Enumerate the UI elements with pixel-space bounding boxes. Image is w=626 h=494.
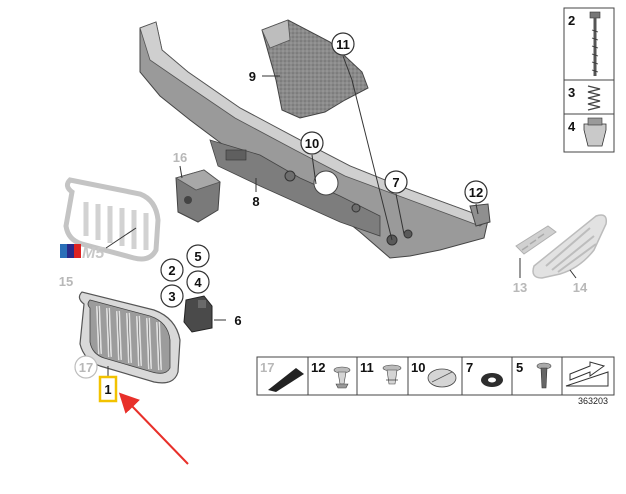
label-6[interactable]: 6 [234, 313, 241, 328]
part-8-boss-b [351, 203, 361, 213]
part-8-boss-d [403, 229, 413, 239]
callout-5[interactable]: 5 [186, 244, 210, 268]
red-arrow [118, 392, 189, 465]
bottom-label-7[interactable]: 7 [466, 360, 473, 375]
highlight-box [98, 375, 118, 403]
side-panel-label-4[interactable]: 4 [568, 119, 576, 134]
callout-3[interactable]: 3 [160, 284, 184, 308]
m5-badge: M5 [60, 244, 105, 262]
side-spring-3-icon [587, 85, 601, 111]
part-14-ghost-grille [532, 214, 608, 279]
bottom-label-5[interactable]: 5 [516, 360, 523, 375]
part-12-clip [469, 203, 491, 227]
m5-badge-text: M5 [82, 245, 105, 262]
part-8-boss-a [284, 170, 296, 182]
leader-lines [105, 55, 577, 376]
side-panel-label-2[interactable]: 2 [568, 13, 575, 28]
label-16-ghost[interactable]: 16 [173, 150, 187, 165]
bottom-label-17-ghost[interactable]: 17 [260, 360, 274, 375]
side-panel-label-3[interactable]: 3 [568, 85, 575, 100]
svg-text:3: 3 [168, 289, 175, 304]
side-panel: 2 3 4 [563, 7, 615, 153]
part-9-panel [261, 19, 369, 119]
part-9-fold [261, 19, 291, 49]
diagram-number: 363203 [578, 396, 608, 406]
bottom-clip-11-icon [382, 364, 402, 385]
svg-text:10: 10 [305, 136, 319, 151]
svg-text:17: 17 [79, 360, 93, 375]
svg-text:5: 5 [194, 249, 201, 264]
label-1-highlighted[interactable]: 1 [98, 375, 118, 403]
bottom-clip-12-icon [333, 366, 351, 389]
bottom-plug-10-icon [427, 368, 457, 388]
label-15-ghost[interactable]: 15 [59, 274, 73, 289]
svg-text:4: 4 [194, 275, 202, 290]
bottom-parts-row: 17 12 11 10 7 5 [256, 356, 615, 406]
bottom-wedge-icon [565, 361, 609, 387]
bottom-label-11[interactable]: 11 [360, 360, 374, 375]
callout-10[interactable]: 10 [300, 131, 324, 155]
part-8-vent [225, 149, 247, 161]
bottom-label-10[interactable]: 10 [411, 360, 425, 375]
bottom-washer-7-icon [481, 373, 503, 387]
callout-12[interactable]: 12 [464, 180, 488, 204]
label-8[interactable]: 8 [252, 194, 259, 209]
part-8-lower-skirt [209, 139, 381, 237]
svg-text:1: 1 [104, 382, 111, 397]
part-6-clip [183, 295, 213, 333]
label-9[interactable]: 9 [249, 69, 256, 84]
bottom-label-12[interactable]: 12 [311, 360, 325, 375]
callout-11[interactable]: 11 [331, 32, 355, 56]
callout-2[interactable]: 2 [160, 258, 184, 282]
part-16-bracket [175, 169, 221, 223]
side-nut-4-icon [583, 117, 607, 147]
svg-text:7: 7 [392, 175, 399, 190]
part-13-ghost-strip [515, 225, 557, 255]
callout-7[interactable]: 7 [384, 170, 408, 194]
part-8-hole [313, 170, 339, 196]
svg-text:12: 12 [469, 185, 483, 200]
side-screw-2-icon [589, 11, 601, 76]
bottom-pad-17-icon [268, 368, 304, 392]
callout-4[interactable]: 4 [186, 270, 210, 294]
label-13-ghost[interactable]: 13 [513, 280, 527, 295]
svg-text:2: 2 [168, 263, 175, 278]
callout-17-ghost[interactable]: 17 [74, 355, 98, 379]
svg-text:11: 11 [336, 37, 350, 52]
bottom-screw-5-icon [536, 362, 552, 389]
part-15-ghost-grille [63, 177, 161, 262]
label-14-ghost[interactable]: 14 [573, 280, 588, 295]
